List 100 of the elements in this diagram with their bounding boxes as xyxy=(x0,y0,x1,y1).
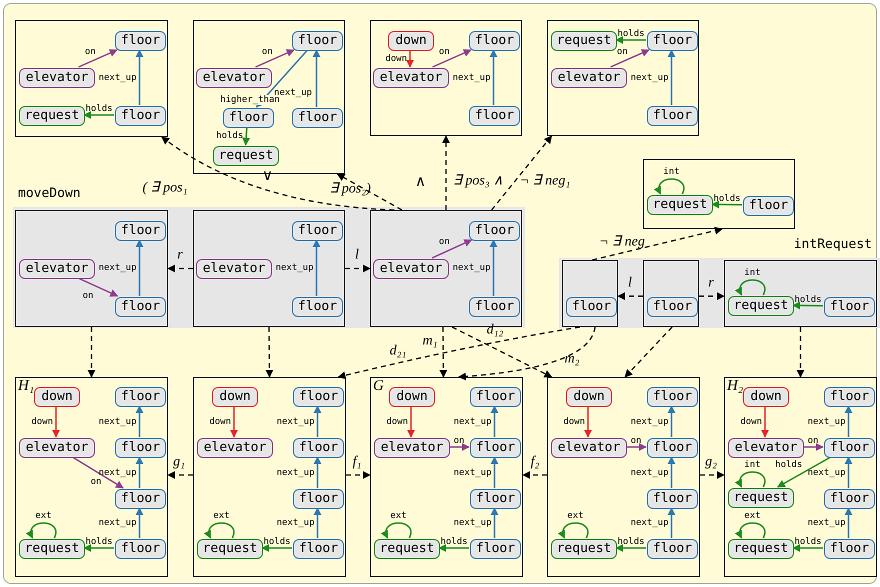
edge-label: ext xyxy=(744,511,761,521)
edge-label: holds xyxy=(617,29,645,39)
graph-node: floor xyxy=(469,297,520,317)
edge-label: next_up xyxy=(630,468,668,478)
graph-node: floor xyxy=(292,108,343,128)
graph-node: elevator xyxy=(196,68,272,88)
graph-box xyxy=(643,159,795,229)
dashed-arrow xyxy=(442,135,450,210)
loop-arrow xyxy=(654,178,684,195)
graph-node: floor xyxy=(824,387,875,407)
edge-label: next_up xyxy=(98,416,136,426)
arrow xyxy=(490,507,498,538)
arrow xyxy=(136,405,144,437)
graph-node: floor xyxy=(293,489,344,509)
arrow xyxy=(406,50,414,68)
edge-label: holds xyxy=(794,537,822,547)
edge-label: r xyxy=(177,248,183,262)
graph-node: floor xyxy=(115,221,166,241)
graph-node: floor xyxy=(647,106,698,126)
edge-label: next_up xyxy=(630,416,668,426)
dashed-arrow xyxy=(491,135,552,210)
graph-node: elevator xyxy=(19,259,95,279)
arrow xyxy=(844,507,852,538)
arrow xyxy=(261,544,292,552)
edge-label: m₁ xyxy=(422,334,438,348)
graph-node: floor xyxy=(824,438,875,458)
edge-label: next_up xyxy=(276,416,314,426)
graph-box xyxy=(724,260,877,327)
edge-label: ( ∃ pos₁ xyxy=(142,180,188,196)
graph-node: elevator xyxy=(728,438,804,458)
graph-node: elevator xyxy=(551,438,627,458)
graph-node: elevator xyxy=(19,438,95,458)
edge-label: next_up xyxy=(98,468,136,478)
arrow xyxy=(615,544,646,552)
edge-label: on xyxy=(90,477,102,487)
graph-node: request xyxy=(728,296,794,316)
graph-node: floor xyxy=(470,489,521,509)
arrow xyxy=(314,507,322,538)
dashed-arrow xyxy=(796,327,804,378)
edge-label: ¬ ∃ neg xyxy=(599,234,645,250)
dashed-arrow xyxy=(458,326,596,380)
edge-label: holds xyxy=(794,294,822,305)
edge-label: down xyxy=(385,54,407,64)
edge-label: g₁ xyxy=(173,454,185,470)
loop-arrow xyxy=(736,471,766,488)
edge-label: d₁₂ xyxy=(486,322,504,338)
graph-node: floor xyxy=(292,221,343,241)
graph-node: elevator xyxy=(551,68,627,88)
dashed-arrow xyxy=(345,264,371,272)
graph-node: elevator xyxy=(19,68,95,88)
graph-node: request xyxy=(19,539,85,559)
graph-node: floor xyxy=(469,106,520,126)
graph-node: floor xyxy=(115,489,166,509)
graph-node: floor xyxy=(115,31,166,51)
dashed-arrow xyxy=(161,136,394,211)
graph-node: request xyxy=(374,539,440,559)
arrow xyxy=(52,406,60,438)
dashed-arrow xyxy=(592,226,723,261)
edge-label: ext xyxy=(390,511,407,521)
edge-label: on xyxy=(262,46,273,56)
graph-node: floor xyxy=(115,106,166,126)
edge-label: holds xyxy=(85,104,113,114)
arrow xyxy=(792,301,823,310)
graph-label: G xyxy=(373,378,384,394)
arrow xyxy=(136,456,144,488)
edge-label: ext xyxy=(213,511,230,521)
edge-label: on xyxy=(82,291,94,301)
arrow xyxy=(626,443,647,451)
arrow xyxy=(72,456,124,489)
graph-node: elevator xyxy=(374,438,450,458)
graph-node: floor xyxy=(293,539,344,559)
rule-name: intRequest xyxy=(794,237,872,252)
graph-node: request xyxy=(551,31,617,51)
loop-arrow xyxy=(558,522,588,539)
dashed-arrow xyxy=(617,292,643,300)
arrow xyxy=(449,443,470,451)
arrow xyxy=(711,200,742,208)
edge-label: on xyxy=(808,436,818,446)
graph-label: H₁ xyxy=(18,378,34,394)
arrow xyxy=(136,49,144,105)
graph-node: down xyxy=(34,387,80,407)
arrow xyxy=(432,49,472,68)
edge-label: on xyxy=(438,237,450,247)
graph-node: floor xyxy=(115,297,166,317)
graph-node: elevator xyxy=(196,259,272,279)
edge-label: next_up xyxy=(454,518,492,528)
arrow xyxy=(668,49,676,105)
graph-node: floor xyxy=(647,31,698,51)
edge-label: holds xyxy=(775,460,802,470)
dashed-arrow xyxy=(624,326,673,378)
graph-node: floor xyxy=(293,438,344,458)
arrow xyxy=(803,443,824,451)
edge-label: ¬ ∃ neg₁ xyxy=(520,174,570,188)
loop-arrow xyxy=(736,522,766,539)
dashed-arrow xyxy=(338,326,580,380)
arrow xyxy=(668,456,676,488)
edge-label: holds xyxy=(440,537,468,547)
graph-node: floor xyxy=(647,438,698,458)
edge-label: ext xyxy=(567,511,584,521)
graph-node: request xyxy=(647,195,713,215)
